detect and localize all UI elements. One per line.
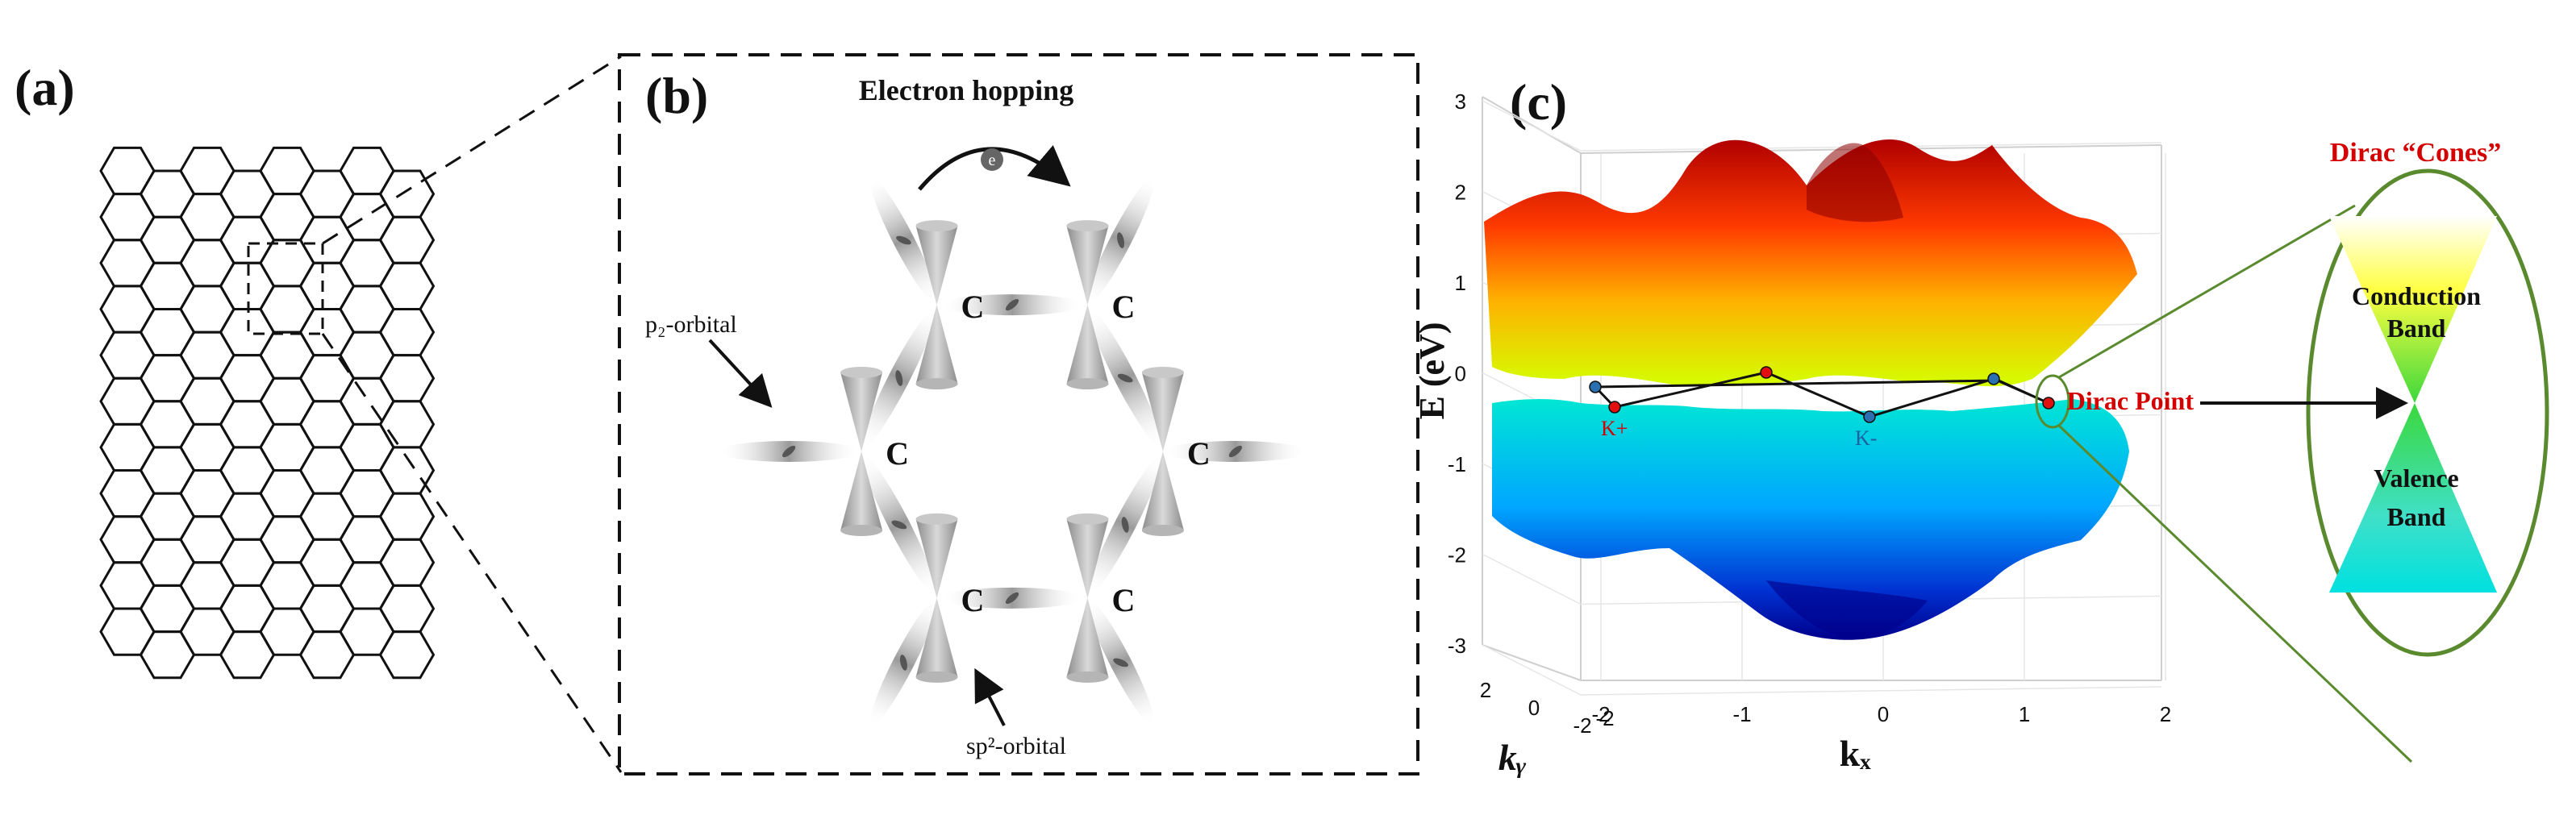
kx-axis-ticks: -2 -1 0 1 2 [1591, 702, 2171, 726]
energy-tick-label: 0 [1455, 362, 1466, 386]
electron-hopping-label: Electron hopping [859, 74, 1073, 106]
pz-orbital-cone [840, 451, 883, 530]
energy-tick-label: -1 [1448, 452, 1466, 476]
valence-band-label-line1: Valence [2374, 464, 2458, 493]
electron-symbol: e [989, 152, 996, 169]
energy-tick-label: 1 [1455, 271, 1466, 295]
lattice-hexagon [378, 261, 436, 310]
pz-orbital-cone [915, 597, 958, 677]
energy-tick-label: 2 [1455, 181, 1466, 205]
electron-icon [981, 148, 1003, 171]
carbon-atom-label: C [961, 289, 985, 325]
energy-axis-label: E (eV) [1412, 322, 1452, 420]
pz-orbital-cone [1066, 305, 1109, 385]
ky-tick-label: 0 [1528, 696, 1540, 720]
lattice-hexagon [378, 538, 436, 587]
kx-axis-label: kₓ [1840, 733, 1872, 774]
conduction-band-surface [1484, 139, 2137, 387]
carbon-atom-label: C [961, 582, 985, 618]
kx-tick-label: -1 [1732, 702, 1751, 726]
carbon-atom-label: C [1111, 289, 1135, 325]
lattice-hexagon [378, 308, 436, 357]
pz-orbital-cone [915, 305, 958, 385]
conduction-band-label-line2: Band [2387, 314, 2446, 343]
lattice-hexagon [378, 584, 436, 634]
dirac-point-marker [1589, 380, 1602, 393]
inset-connector-bottom [2057, 424, 2413, 763]
sp2-orbital-arrow [974, 667, 1006, 726]
lattice-hexagon [378, 630, 436, 680]
pz-orbital-cone [840, 372, 883, 451]
kx-tick-label: -2 [1591, 702, 1610, 726]
sp2-orbital-label: sp²-orbital [966, 733, 1066, 759]
kx-tick-label: 0 [1878, 702, 1889, 726]
ky-tick-label: -2 [1573, 713, 1591, 738]
energy-axis-ticks: 3 2 1 0 -1 -2 -3 [1448, 89, 1466, 658]
k-plus-marker [1608, 401, 1621, 414]
pz-orbital-cone [1066, 226, 1109, 306]
dirac-point-label: Dirac Point [2067, 386, 2195, 415]
zoom-line-bottom [321, 333, 623, 773]
conduction-band-label-line1: Conduction [2352, 281, 2481, 310]
pz-orbital-cone [915, 226, 958, 306]
pz-orbital-cone [1141, 451, 1184, 530]
conduction-peak-highlight [1807, 143, 1903, 222]
k-minus-marker [1863, 410, 1876, 423]
panel-b-label: (b) [645, 67, 708, 124]
carbon-atom-label: C [1187, 435, 1211, 472]
dirac-point-marker [2042, 397, 2055, 410]
valence-cone [2329, 403, 2497, 593]
pz-orbital-label: p₂-orbital [645, 311, 737, 338]
dirac-point-marker [1760, 366, 1773, 379]
lattice-hexagon [378, 492, 436, 541]
high-symmetry-path [1594, 371, 2049, 418]
carbon-atom-label: C [1111, 582, 1135, 618]
pz-orbital-cone [1066, 518, 1109, 598]
energy-tick-label: -2 [1448, 543, 1466, 568]
lattice-hexagon [378, 400, 436, 449]
ky-axis-label: kᵧ [1498, 737, 1527, 778]
panel-b-frame [618, 53, 1419, 775]
energy-tick-label: 3 [1455, 89, 1466, 114]
dirac-cones-title: Dirac “Cones” [2330, 138, 2501, 168]
dirac-point-focus-ellipse [2035, 374, 2070, 429]
kx-tick-label: 2 [2160, 702, 2171, 726]
pz-orbital-cone [915, 518, 958, 598]
ky-tick-label: 2 [1480, 678, 1491, 702]
valence-trough-highlight [1766, 580, 1928, 638]
zoom-region-box [247, 242, 324, 335]
zoom-line-top [322, 55, 622, 245]
pz-orbital-cone [1066, 597, 1109, 677]
ky-tick-label: -2 [1595, 706, 1614, 730]
kx-tick-label: 1 [2019, 702, 2030, 726]
k-minus-label: K- [1855, 426, 1877, 450]
valence-band-surface [1492, 399, 2129, 640]
honeycomb-lattice [99, 146, 436, 680]
k-plus-label: K+ [1601, 417, 1628, 440]
panel-c-label: (c) [1510, 73, 1567, 131]
lattice-hexagon [378, 354, 436, 403]
panel-a-label: (a) [15, 59, 75, 116]
valence-band-label-line2: Band [2387, 502, 2446, 531]
lattice-hexagon [378, 215, 436, 264]
inset-connector-top [2058, 204, 2356, 379]
ky-axis-ticks: 2 0 -2-2 [1480, 678, 1615, 738]
pz-orbital-arrow [708, 339, 773, 408]
hexagon-orbitals: C C C C C C [718, 177, 1307, 726]
carbon-atom-label: C [886, 435, 909, 472]
dirac-point-marker [1987, 372, 2000, 385]
conduction-cone [2329, 216, 2497, 403]
energy-tick-label: -3 [1448, 634, 1466, 658]
pz-orbital-cone [1141, 372, 1184, 451]
